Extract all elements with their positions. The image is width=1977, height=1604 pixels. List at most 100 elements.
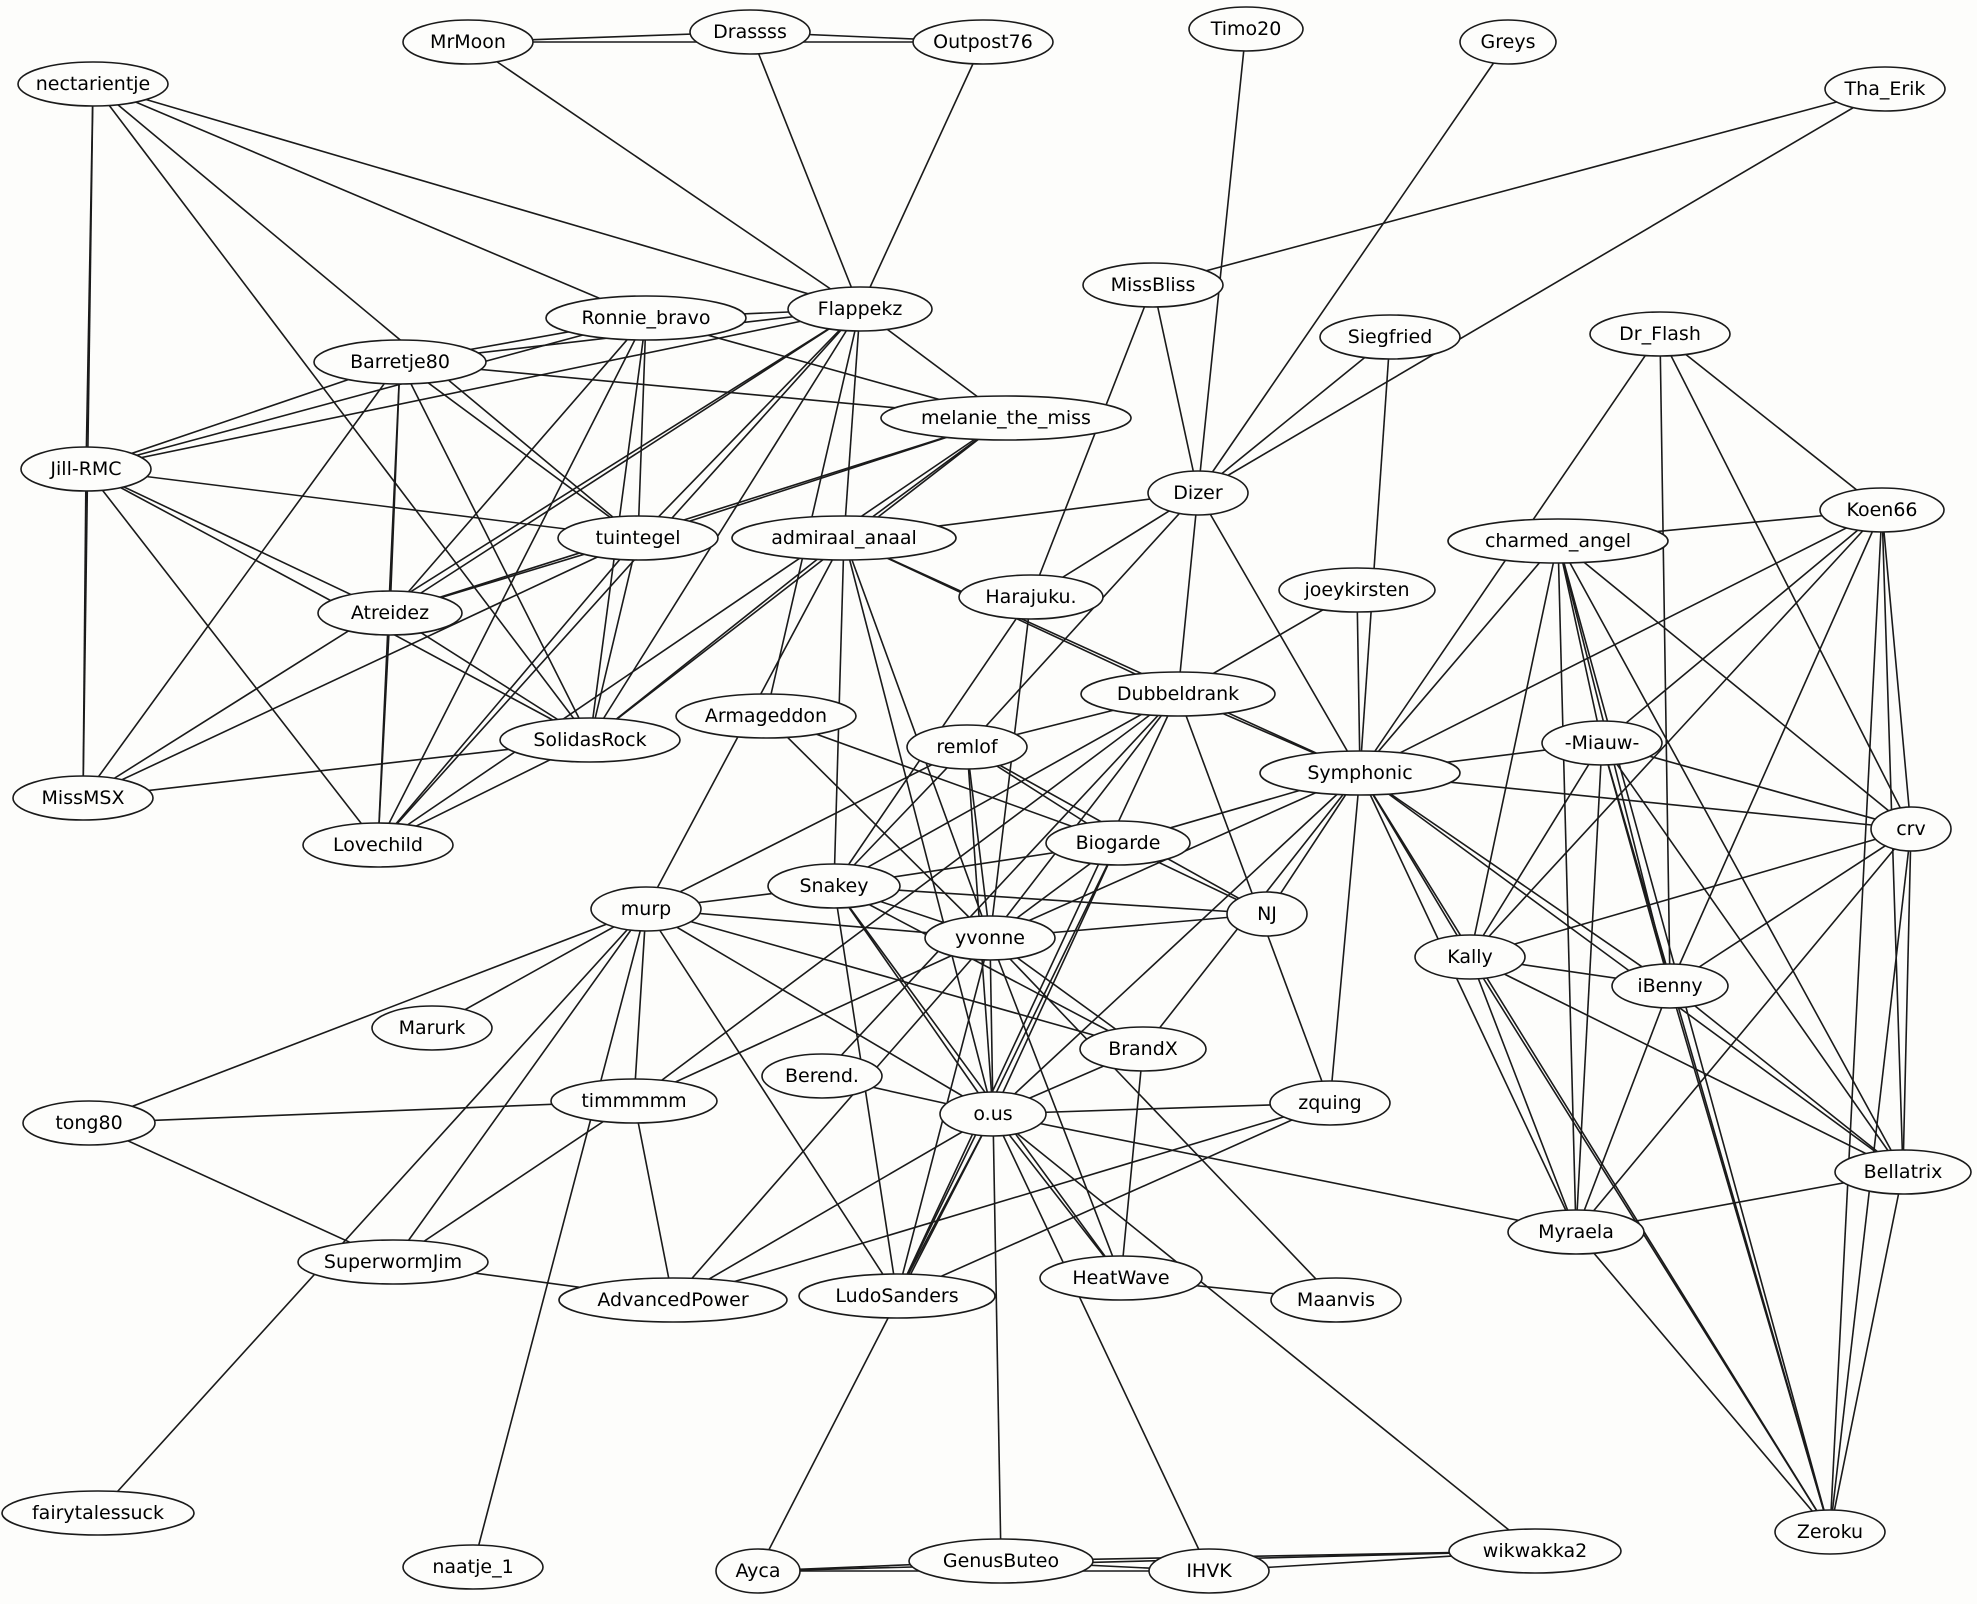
edge-flappekz-jill-rmc bbox=[85, 308, 861, 470]
node-biogarde: Biogarde bbox=[1045, 820, 1191, 866]
node-label: iBenny bbox=[1637, 975, 1702, 997]
edge-mrmoon-flappekz bbox=[467, 41, 861, 310]
node-flappekz: Flappekz bbox=[787, 286, 933, 332]
node-label: -Miauw- bbox=[1565, 732, 1640, 754]
node-label: remlof bbox=[936, 736, 998, 758]
node-label: zquing bbox=[1298, 1092, 1361, 1114]
node-ellipse bbox=[761, 1053, 883, 1099]
node-label: Ronnie_bravo bbox=[582, 307, 711, 329]
edge-dizer-remlof bbox=[966, 492, 1199, 748]
edge-nectarientje-solidasrock bbox=[92, 83, 591, 741]
node-missbliss: MissBliss bbox=[1082, 262, 1224, 308]
node-ellipse bbox=[1541, 720, 1663, 766]
edge-timmmmm-superwormjim bbox=[392, 1100, 635, 1263]
node-label: Armageddon bbox=[705, 705, 827, 727]
edge-murp-timmmmm bbox=[633, 908, 647, 1102]
node-heatwave: HeatWave bbox=[1039, 1255, 1203, 1301]
edge-melanie-the-miss-lovechild bbox=[377, 417, 1007, 846]
node-symphonic: Symphonic bbox=[1259, 750, 1461, 796]
edge-melanie-the-miss-solidasrock bbox=[589, 417, 1007, 741]
edge-miauw-bellatrix bbox=[1601, 742, 1904, 1173]
node-label: BrandX bbox=[1108, 1038, 1178, 1060]
node-superwormjim: SuperwormJim bbox=[297, 1239, 489, 1285]
edge-snakey-o-us bbox=[833, 885, 994, 1115]
node-ellipse bbox=[767, 863, 901, 909]
node-ellipse bbox=[1082, 262, 1224, 308]
edge-outpost76-flappekz bbox=[859, 41, 984, 310]
node-tha-erik: Tha_Erik bbox=[1824, 66, 1946, 112]
edge-brandx-heatwave bbox=[1120, 1048, 1144, 1279]
edge-harajuku-yvonne bbox=[989, 596, 1032, 939]
edge-tha-erik-dizer bbox=[1197, 88, 1886, 494]
node-ellipse bbox=[557, 515, 719, 561]
edge-siegfried-symphonic bbox=[1359, 336, 1391, 774]
node-label: Ayca bbox=[735, 1560, 780, 1582]
edge-flappekz-admiraal-anaal bbox=[843, 308, 861, 539]
node-ellipse bbox=[787, 286, 933, 332]
node-snakey: Snakey bbox=[767, 863, 901, 909]
edge-dizer-symphonic bbox=[1197, 492, 1361, 774]
edge-murp-ludosanders bbox=[645, 908, 898, 1297]
node-nectarientje: nectarientje bbox=[17, 61, 169, 107]
node-o-us: o.us bbox=[939, 1091, 1047, 1137]
edge-murp-marurk bbox=[431, 908, 647, 1029]
node-genusbuteo: GenusButeo bbox=[908, 1538, 1094, 1584]
node-label: Barretje80 bbox=[350, 351, 450, 373]
edge-ronnie-bravo-lovechild bbox=[377, 317, 647, 846]
node-label: SuperwormJim bbox=[324, 1251, 462, 1273]
edge-miauw-crv bbox=[1601, 742, 1912, 830]
edge-admiraal-anaal-symphonic bbox=[843, 537, 1361, 774]
node-bellatrix: Bellatrix bbox=[1834, 1149, 1972, 1195]
edge-murp-brandx bbox=[645, 908, 1144, 1050]
node-label: melanie_the_miss bbox=[921, 407, 1091, 429]
edge-tuintegel-solidasrock bbox=[589, 537, 639, 741]
edge-dubbeldrank-timmmmm bbox=[633, 693, 1179, 1102]
node-ellipse bbox=[1319, 314, 1461, 360]
edge-zquing-advancedpower bbox=[672, 1102, 1331, 1301]
node-ellipse bbox=[1774, 1509, 1886, 1555]
edge-dubbeldrank-snakey bbox=[833, 693, 1179, 887]
node-atreidez: Atreidez bbox=[317, 590, 463, 636]
edge-dubbeldrank-ludosanders bbox=[896, 693, 1179, 1297]
edge-yvonne-o-us bbox=[989, 937, 994, 1115]
node-ellipse bbox=[958, 574, 1104, 620]
edge-snakey-brandx bbox=[833, 885, 1144, 1050]
edge-ibenny-myraela bbox=[1575, 985, 1671, 1233]
edge-snakey-heatwave bbox=[833, 885, 1122, 1279]
node-ellipse bbox=[20, 446, 152, 492]
edge-kally-bellatrix bbox=[1469, 956, 1904, 1173]
node-label: Jill-RMC bbox=[49, 458, 121, 480]
node-advancedpower: AdvancedPower bbox=[558, 1277, 788, 1323]
node-ellipse bbox=[297, 1239, 489, 1285]
node-ellipse bbox=[912, 19, 1054, 65]
edge-solidasrock-admiraal-anaal bbox=[589, 537, 845, 741]
node-ellipse bbox=[1045, 820, 1191, 866]
edge-biogarde-ludosanders bbox=[896, 842, 1119, 1297]
node-ellipse bbox=[1448, 1528, 1622, 1574]
node-siegfried: Siegfried bbox=[1319, 314, 1461, 360]
edge-yvonne-timmmmm bbox=[633, 937, 991, 1102]
node-joeykirsten: joeykirsten bbox=[1278, 567, 1436, 613]
node-ellipse bbox=[1226, 891, 1308, 937]
node-label: SolidasRock bbox=[533, 729, 646, 751]
node-brandx: BrandX bbox=[1079, 1026, 1207, 1072]
node-ellipse bbox=[1039, 1255, 1203, 1301]
edge-koen66-ibenny bbox=[1669, 509, 1883, 987]
node-label: murp bbox=[621, 898, 671, 920]
node-label: Maanvis bbox=[1297, 1289, 1375, 1311]
node-ellipse bbox=[12, 775, 154, 821]
node-ellipse bbox=[924, 915, 1056, 961]
node-label: Bellatrix bbox=[1864, 1161, 1943, 1183]
node-ellipse bbox=[1148, 1548, 1270, 1594]
edge-jill-rmc-lovechild bbox=[85, 468, 379, 846]
node-tuintegel: tuintegel bbox=[557, 515, 719, 561]
edge-solidasrock-missmsx bbox=[82, 739, 591, 799]
edge-charmed-angel-crv bbox=[1557, 540, 1912, 830]
node-label: Outpost76 bbox=[933, 31, 1033, 53]
node-ellipse bbox=[1447, 518, 1669, 564]
edge-tuintegel-lovechild bbox=[377, 537, 639, 846]
edge-dr-flash-koen66 bbox=[1659, 333, 1883, 511]
edge-barretje80-solidasrock bbox=[399, 361, 591, 741]
edge-murp-fairytalessuck bbox=[97, 908, 647, 1514]
node-label: Myraela bbox=[1538, 1221, 1614, 1243]
